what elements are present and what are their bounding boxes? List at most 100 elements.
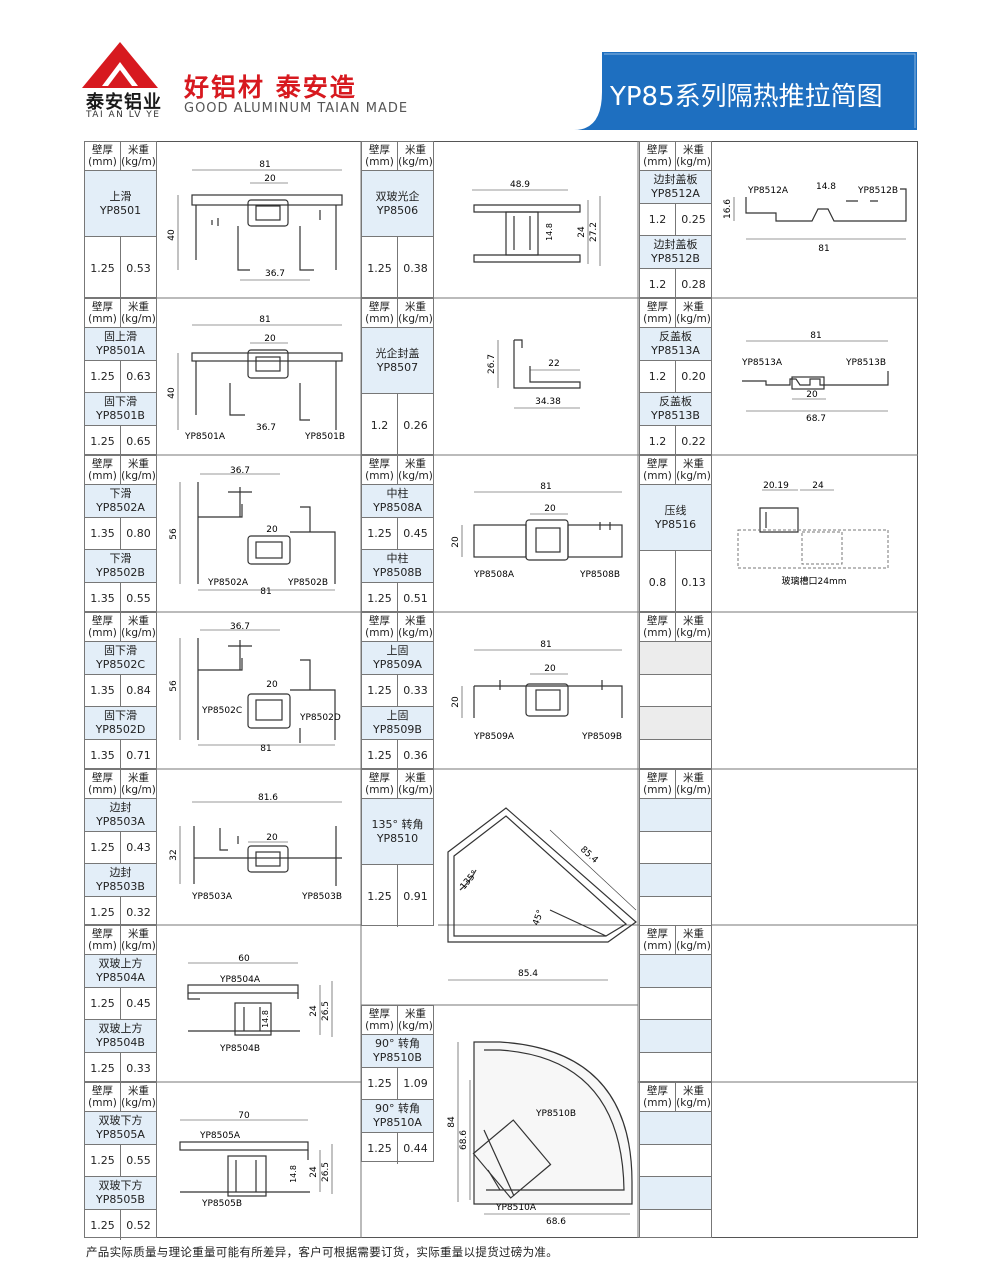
svg-text:34.38: 34.38 (535, 397, 561, 407)
profile-drawing-yp8503: 81.6 20 32 YP8503A YP8503B (169, 793, 342, 902)
brand-logo (82, 42, 158, 88)
profile-drawing-yp8504: 60 YP8504A 24 26.5 14.8 YP8504B (187, 954, 333, 1054)
svg-text:YP8501A: YP8501A (184, 432, 226, 442)
svg-text:YP8513A: YP8513A (741, 358, 783, 368)
profile-name: 上滑 (109, 189, 132, 203)
svg-text:85.4: 85.4 (578, 845, 600, 866)
svg-text:YP8503B: YP8503B (301, 892, 342, 902)
svg-text:20: 20 (544, 664, 556, 674)
svg-text:70: 70 (238, 1111, 250, 1121)
svg-text:22: 22 (548, 359, 559, 369)
profile-drawing-yp8505: 70 YP8505A 24 26.5 14.8 YP8505B (179, 1111, 333, 1209)
svg-text:14.8: 14.8 (289, 1165, 298, 1183)
svg-text:20: 20 (451, 696, 461, 708)
svg-text:YP8510B: YP8510B (535, 1109, 576, 1119)
svg-text:26.5: 26.5 (321, 1162, 331, 1182)
svg-text:14.8: 14.8 (816, 182, 836, 192)
profile-drawing-yp8510: 135° 45° 85.4 85.4 (447, 807, 637, 981)
brand-name-en: TAI AN LV YE (86, 110, 161, 120)
svg-text:YP8505A: YP8505A (199, 1131, 241, 1141)
slogan-en: GOOD ALUMINUM TAIAN MADE (184, 101, 409, 116)
svg-text:81: 81 (818, 244, 829, 254)
profile-drawing-yp8502ab: 36.7 20 56 81 YP8502A YP8502B (169, 466, 336, 597)
profile-drawing-yp8513: 81 YP8513A YP8513B 20 68.7 (741, 331, 889, 424)
svg-text:60: 60 (238, 954, 250, 964)
profile-drawing-yp8502cd: 36.7 20 56 81 YP8502C YP8502D (169, 622, 341, 754)
svg-text:YP8502D: YP8502D (299, 713, 341, 723)
svg-text:36.7: 36.7 (230, 622, 250, 632)
svg-text:40: 40 (167, 387, 177, 399)
disclaimer-footer: 产品实际质量与理论重量可能有所差异，客户可根据需要订货，实际重量以提货过磅为准。 (86, 1245, 558, 1259)
svg-text:24: 24 (309, 1166, 319, 1178)
svg-text:14.8: 14.8 (545, 223, 554, 241)
svg-text:81: 81 (259, 315, 270, 325)
svg-text:YP8513B: YP8513B (845, 358, 886, 368)
svg-text:84: 84 (447, 1116, 457, 1128)
profile-drawing-yp8506: 48.9 14.8 24 27.2 (472, 180, 601, 266)
svg-text:24: 24 (812, 481, 824, 491)
svg-text:20: 20 (264, 334, 276, 344)
profile-drawing-yp8509: 81 20 20 YP8509A YP8509B (451, 640, 623, 742)
svg-text:85.4: 85.4 (518, 969, 538, 979)
svg-text:27.2: 27.2 (589, 222, 599, 242)
svg-text:YP8502A: YP8502A (207, 578, 249, 588)
thickness-value: 1.25 (85, 237, 121, 299)
svg-text:YP8509A: YP8509A (473, 732, 515, 742)
svg-text:40: 40 (167, 229, 177, 241)
empty-spec-block: 壁厚(mm)米重(kg/m) (639, 1082, 712, 1238)
svg-text:56: 56 (169, 680, 179, 692)
empty-spec-block: 壁厚(mm)米重(kg/m) (639, 925, 712, 1082)
svg-text:45°: 45° (531, 909, 546, 927)
svg-text:48.9: 48.9 (510, 180, 530, 190)
svg-text:YP8502C: YP8502C (201, 706, 242, 716)
svg-text:36.7: 36.7 (256, 423, 276, 433)
svg-text:玻璃槽口24mm: 玻璃槽口24mm (782, 575, 847, 587)
weight-value: 0.53 (126, 261, 151, 275)
title-banner (574, 52, 917, 130)
svg-text:YP8508A: YP8508A (473, 570, 515, 580)
svg-text:68.6: 68.6 (459, 1130, 469, 1150)
svg-text:81: 81 (540, 640, 551, 650)
svg-text:14.8: 14.8 (261, 1010, 270, 1028)
svg-text:36.7: 36.7 (230, 466, 250, 476)
svg-text:YP8510A: YP8510A (495, 1203, 537, 1213)
svg-text:YP8501B: YP8501B (304, 432, 345, 442)
svg-text:32: 32 (169, 849, 179, 860)
profile-drawing-yp8516: 20.19 24 玻璃槽口24mm (737, 481, 889, 587)
svg-text:YP8508B: YP8508B (579, 570, 620, 580)
svg-text:81: 81 (260, 744, 271, 754)
page-title: YP85系列隔热推拉简图 (610, 82, 883, 112)
profile-drawing-yp8501ab: 81 20 40 36.7 YP8501A YP8501B (167, 315, 345, 442)
svg-text:YP8512B: YP8512B (857, 186, 898, 196)
svg-text:YP8509B: YP8509B (581, 732, 622, 742)
profile-code: YP8501 (99, 203, 142, 217)
svg-text:81: 81 (260, 587, 271, 597)
svg-text:81: 81 (259, 160, 270, 170)
svg-text:68.7: 68.7 (806, 414, 826, 424)
svg-text:YP8503A: YP8503A (191, 892, 233, 902)
svg-text:16.6: 16.6 (723, 199, 733, 219)
svg-text:20.19: 20.19 (763, 481, 789, 491)
svg-text:20: 20 (806, 390, 818, 400)
svg-text:56: 56 (169, 528, 179, 540)
empty-spec-block: 壁厚(mm)米重(kg/m) (639, 769, 712, 926)
profile-drawing-yp8501: 81 20 40 36.7 (167, 160, 343, 281)
svg-text:26.5: 26.5 (321, 1001, 331, 1021)
svg-text:81: 81 (540, 482, 551, 492)
svg-text:YP8504A: YP8504A (219, 975, 261, 985)
svg-text:24: 24 (577, 226, 587, 238)
svg-text:20: 20 (266, 833, 278, 843)
svg-text:68.6: 68.6 (546, 1217, 566, 1227)
svg-text:36.7: 36.7 (265, 269, 285, 279)
